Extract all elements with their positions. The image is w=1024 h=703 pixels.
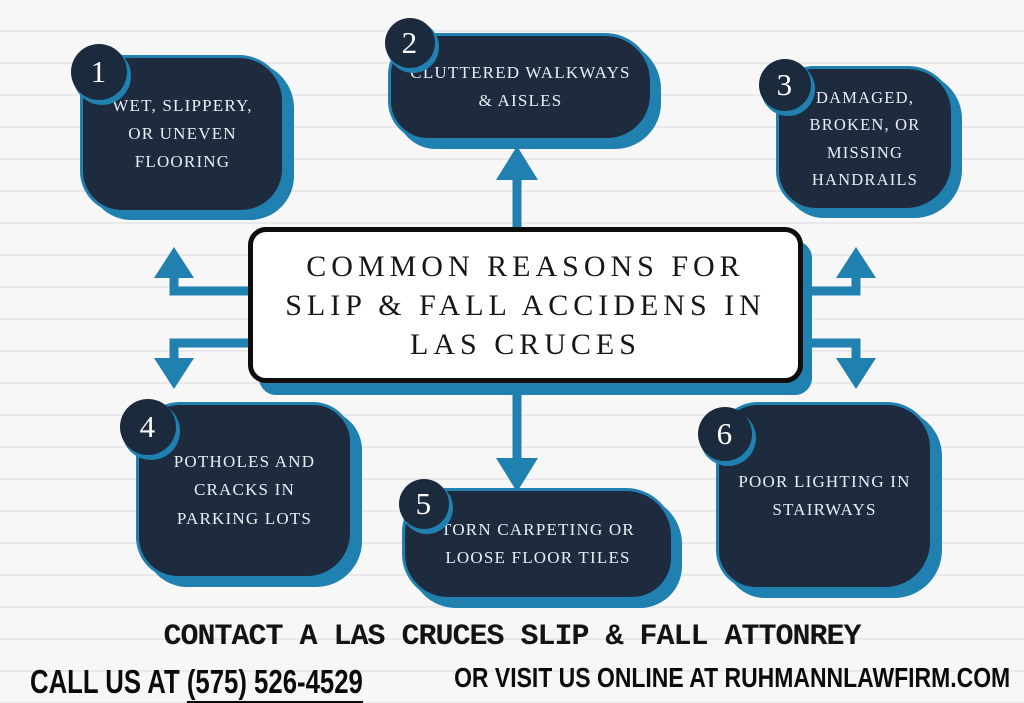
reason-text-2: CLUTTERED WALKWAYS & AISLES [410,62,631,110]
reason-number-badge-4: 4 [120,399,176,455]
call-us-prefix: CALL US AT [30,663,187,700]
title-line-3: LAS CRUCES [410,327,641,361]
title-line-2: SLIP & FALL ACCIDENS IN [285,288,766,322]
contact-attorney-heading: CONTACT A LAS CRUCES SLIP & FALL ATTONRE… [163,620,861,654]
reason-number-badge-2: 2 [385,18,435,68]
infographic-title: COMMON REASONS FOR SLIP & FALL ACCIDENS … [285,247,766,364]
reason-text-3: DAMAGED, BROKEN, OR MISSING HANDRAILS [809,88,921,189]
call-us-line: CALL US AT (575) 526-4529 [30,663,363,703]
phone-number-link[interactable]: (575) 526-4529 [186,663,363,703]
reason-number-badge-1: 1 [71,44,127,100]
reason-number-badge-3: 3 [759,59,811,111]
reason-text-5: TORN CARPETING OR LOOSE FLOOR TILES [441,519,635,567]
visit-online-text: OR VISIT US ONLINE AT RUHMANNLAWFIRM.COM [453,662,1010,693]
title-box: COMMON REASONS FOR SLIP & FALL ACCIDENS … [248,227,803,383]
reason-box-5: 5 TORN CARPETING OR LOOSE FLOOR TILES [399,479,674,600]
reason-box-2: 2 CLUTTERED WALKWAYS & AISLES [385,18,653,141]
reason-box-1: 1 WET, SLIPPERY, OR UNEVEN FLOORING [71,44,285,213]
reason-number-badge-6: 6 [698,407,752,461]
reason-box-3: 3 DAMAGED, BROKEN, OR MISSING HANDRAILS [759,59,954,211]
reason-text-4: POTHOLES AND CRACKS IN PARKING LOTS [173,452,316,528]
reason-box-4: 4 POTHOLES AND CRACKS IN PARKING LOTS [120,399,353,579]
title-line-1: COMMON REASONS FOR [306,249,745,283]
reason-box-6: 6 POOR LIGHTING IN STAIRWAYS [698,402,933,590]
reason-number-badge-5: 5 [399,479,449,529]
reason-text-1: WET, SLIPPERY, OR UNEVEN FLOORING [112,95,253,172]
reason-text-6: POOR LIGHTING IN STAIRWAYS [738,471,911,519]
